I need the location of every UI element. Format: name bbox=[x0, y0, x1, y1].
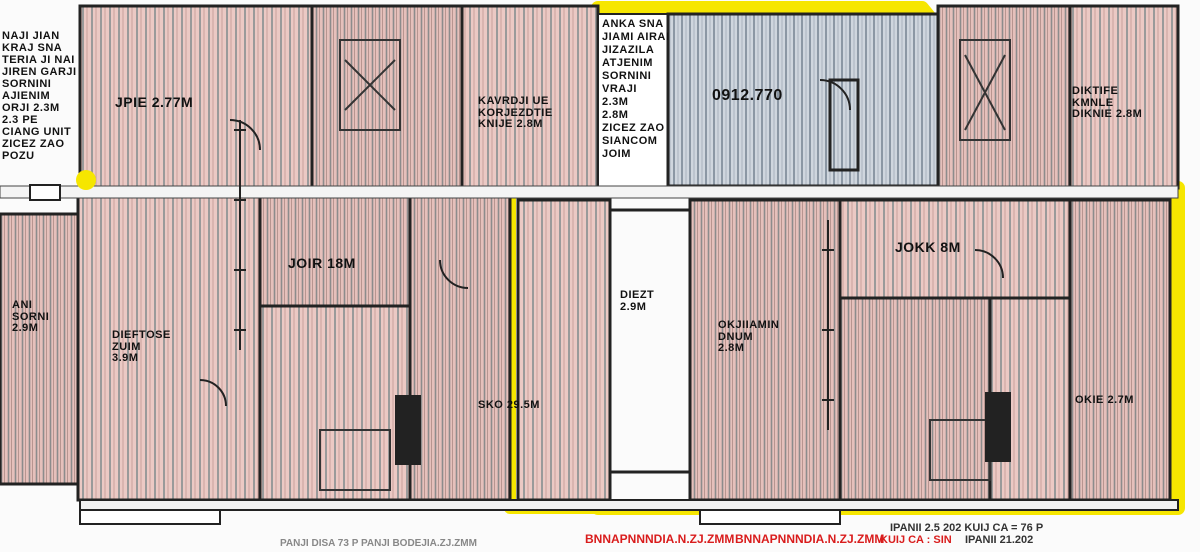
room-label-r7: JOKK 8M bbox=[895, 240, 961, 255]
mid-note-1: JIAMI AIRAI bbox=[602, 31, 670, 43]
room-r10-line-1: DNUM bbox=[718, 330, 753, 343]
room-label-r2: KAVRDJI UE KORJEZDTIE KNIJE 2.8M bbox=[478, 95, 553, 131]
room-r9-line-0: DIEZT bbox=[620, 289, 655, 301]
room-label-r3: JOIR 18M bbox=[288, 256, 356, 271]
footer-bottom-grey: PANJI DISA 73 P PANJI BODEJIA.ZJ.ZMM bbox=[280, 538, 477, 549]
left-note-3: JIREN GARJI bbox=[2, 66, 77, 78]
room-label-r11: OKIE 2.7M bbox=[1075, 394, 1134, 407]
room-r4-line-2: 2.9M bbox=[12, 322, 39, 335]
footer-right-b: KUIJ CA : SIN bbox=[880, 534, 952, 546]
mid-note-0: ANKA SNA bbox=[602, 18, 664, 30]
left-note-10: POZU bbox=[2, 150, 35, 162]
footer-left-red: BNNAPNNNDIA.N.ZJ.ZMM bbox=[585, 532, 735, 546]
left-note-6: ORJI 2.3M bbox=[2, 102, 60, 114]
mid-note-8: ZICEZ ZAO bbox=[602, 122, 665, 134]
mid-note-2: JIZAZILA bbox=[602, 44, 655, 56]
room-label-r5: DIEFTOSE ZUIM 3.9M bbox=[112, 329, 171, 365]
room-r12-line-1: KMNLE bbox=[1072, 96, 1114, 109]
room-label-r8: 0912.770 bbox=[712, 87, 783, 105]
mid-note-10: JOIM bbox=[602, 148, 631, 160]
room-r2-line-1: KORJEZDTIE bbox=[478, 106, 553, 119]
room-label-r10: OKJIIAMIN DNUM 2.8M bbox=[718, 319, 780, 355]
footer-right-c: IPANII 21.202 bbox=[965, 534, 1034, 546]
room-label-r9: DIEZT 2.9M bbox=[620, 289, 655, 313]
room-r5-line-1: ZUIM bbox=[112, 340, 141, 353]
room-label-r4: ANI SORNI 2.9M bbox=[12, 299, 50, 335]
room-r9-line-1: 2.9M bbox=[620, 300, 647, 313]
mid-note-4: SORNINI bbox=[602, 70, 652, 82]
room-label-r1: JPIE 2.77M bbox=[115, 95, 193, 110]
left-note-9: ZICEZ ZAO bbox=[2, 138, 65, 150]
room-r10-line-2: 2.8M bbox=[718, 342, 745, 355]
room-r2-line-2: KNIJE 2.8M bbox=[478, 118, 543, 131]
room-r4-line-1: SORNI bbox=[12, 310, 50, 323]
mid-note-6: 2.3M bbox=[602, 96, 629, 108]
room-r8-line-0: 0912.770 bbox=[712, 87, 783, 104]
mid-note-5: VRAJI bbox=[602, 83, 637, 95]
left-note-1: KRAJ SNA bbox=[2, 42, 63, 54]
footer-mid-red: BNNAPNNNDIA.N.ZJ.ZMM bbox=[735, 532, 885, 546]
left-note-2: TERIA JI NAI bbox=[2, 54, 75, 66]
room-r6-line-0: SKO 29.5M bbox=[478, 399, 540, 411]
room-r2-line-0: KAVRDJI UE bbox=[478, 95, 549, 107]
mid-note-9: SIANCOM bbox=[602, 135, 658, 147]
room-r5-line-0: DIEFTOSE bbox=[112, 329, 171, 341]
room-r5-line-2: 3.9M bbox=[112, 352, 139, 365]
room-r1-line-0: JPIE 2.77M bbox=[115, 94, 194, 110]
left-note-5: AJIENIM bbox=[2, 90, 51, 102]
footer-right-a: IPANII 2.5 202 KUIJ CA = 76 P bbox=[890, 522, 1044, 534]
room-r7-line-0: JOKK 8M bbox=[895, 239, 961, 255]
room-r4-line-0: ANI bbox=[12, 299, 33, 311]
left-note-4: SORNINI bbox=[2, 78, 52, 90]
room-r12-line-0: DIKTIFE bbox=[1072, 85, 1119, 97]
mid-note-7: 2.8M bbox=[602, 109, 629, 121]
room-r12-line-2: DIKNIE 2.8M bbox=[1072, 108, 1143, 121]
room-label-r6: SKO 29.5M bbox=[478, 399, 540, 412]
left-notes: NAJI JIAN KRAJ SNA TERIA JI NAI JIREN GA… bbox=[2, 30, 77, 162]
mid-notes: ANKA SNA JIAMI AIRAI JIZAZILA ATJENIM SO… bbox=[602, 18, 669, 161]
left-note-0: NAJI JIAN bbox=[2, 30, 60, 42]
room-r10-line-0: OKJIIAMIN bbox=[718, 319, 780, 331]
mid-note-3: ATJENIM bbox=[602, 57, 653, 69]
left-note-7: 2.3 PE bbox=[2, 114, 39, 126]
room-r11-line-0: OKIE 2.7M bbox=[1075, 394, 1134, 406]
left-note-8: CIANG UNIT bbox=[2, 126, 72, 138]
room-label-r12: DIKTIFE KMNLE DIKNIE 2.8M bbox=[1072, 85, 1143, 121]
room-r3-line-0: JOIR 18M bbox=[288, 255, 356, 271]
